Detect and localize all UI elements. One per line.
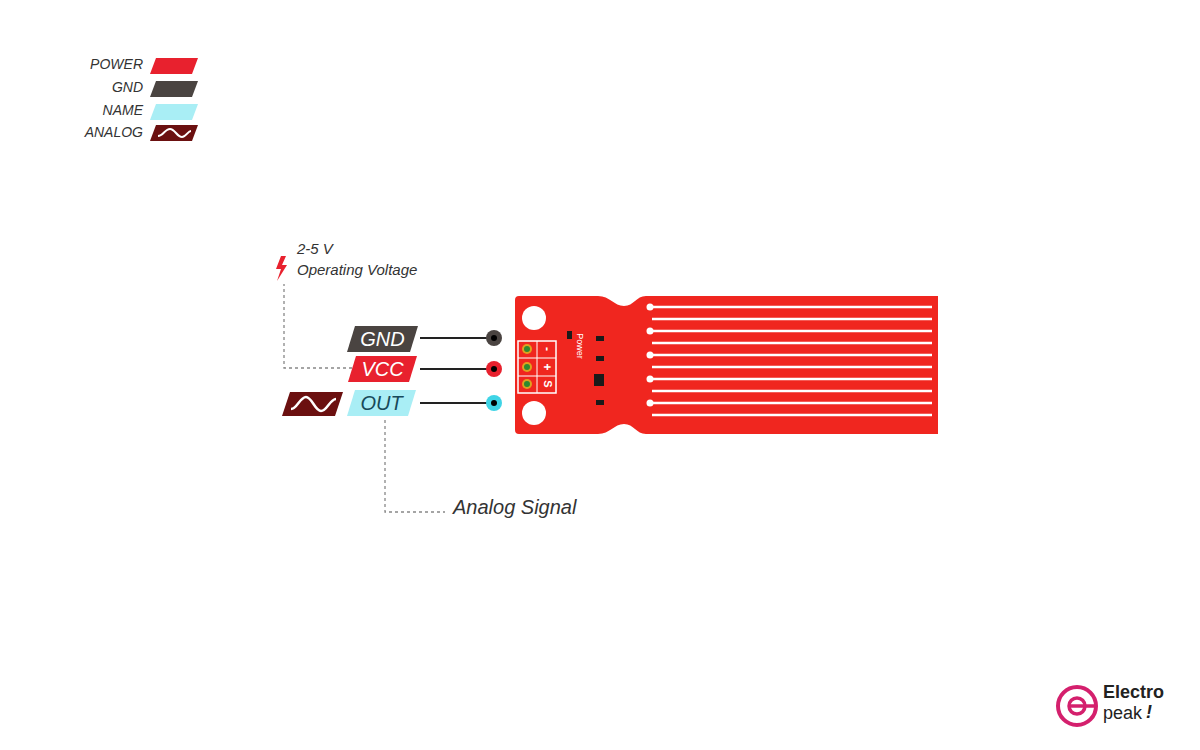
sensor-traces	[652, 307, 932, 415]
wire	[420, 368, 488, 370]
voltage-note: Operating Voltage	[297, 261, 417, 278]
wire	[420, 402, 488, 404]
analog-swatch	[150, 125, 198, 141]
pin-tag-fill	[347, 326, 418, 352]
sensor-board	[515, 296, 938, 434]
wire	[420, 337, 488, 339]
pin-tag: OUT	[347, 390, 416, 416]
lightning-icon	[276, 256, 287, 281]
pin-dot	[491, 400, 497, 406]
silkscreen-pin: S	[542, 380, 553, 387]
legend-swatch	[149, 80, 199, 98]
analog-icon	[282, 392, 343, 416]
leader-line	[284, 284, 352, 368]
pin-dot	[486, 330, 502, 346]
trace-vias	[647, 304, 654, 407]
legend-swatch-shape	[150, 104, 198, 120]
legend-text: GND	[112, 79, 143, 95]
pin-name: GND	[347, 326, 418, 352]
legend-swatch-shape	[150, 58, 198, 74]
pin-tag: VCC	[348, 356, 417, 382]
logo-text: !	[1146, 702, 1152, 723]
legend-text: ANALOG	[85, 124, 143, 140]
logo-text: peak	[1103, 703, 1142, 724]
signal-note: Analog Signal	[453, 496, 576, 519]
legend-swatch-shape	[150, 81, 198, 97]
leader-line	[385, 420, 445, 512]
legend-text: NAME	[103, 102, 143, 118]
pin-tag-fill	[348, 356, 417, 382]
logo-icon	[1058, 687, 1096, 725]
pin-dot	[491, 335, 497, 341]
legend-swatch	[149, 57, 199, 75]
mounting-hole	[522, 401, 546, 425]
pin-tag-fill	[347, 390, 416, 416]
pin-dot	[486, 395, 502, 411]
silkscreen-pin: -	[541, 347, 553, 351]
smd-components	[567, 331, 604, 405]
logo-text: Electro	[1103, 682, 1164, 703]
pin-name: VCC	[348, 356, 417, 382]
mounting-hole	[522, 306, 546, 330]
pin-header	[518, 341, 556, 393]
pin-dot	[491, 366, 497, 372]
pin-tag: GND	[347, 326, 418, 352]
silkscreen-pin: +	[541, 363, 553, 370]
pin-dot	[486, 361, 502, 377]
legend-text: POWER	[90, 56, 143, 72]
silkscreen-text: Power	[575, 333, 584, 359]
voltage-value: 2-5 V	[297, 240, 333, 257]
legend-swatch	[149, 103, 199, 121]
pin-name: OUT	[347, 390, 416, 416]
